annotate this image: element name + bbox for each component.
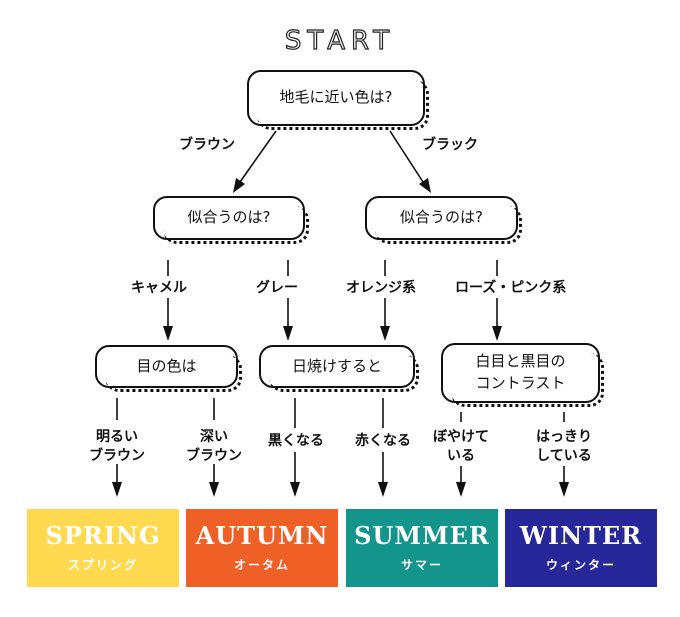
label-line: 深い — [200, 429, 228, 445]
question-text: 目の色は — [136, 356, 197, 375]
question-brown-suits: 似合うのは? — [153, 196, 309, 244]
edge-label-orange: オレンジ系 — [346, 280, 416, 296]
season-name: SPRING — [45, 520, 161, 550]
edge-label-deep-brown: 深い ブラウン — [179, 428, 249, 466]
arrowhead-icon — [112, 482, 122, 497]
result-card-spring: SPRING スプリング — [27, 509, 179, 587]
edge-label-black: ブラック — [422, 137, 478, 153]
question-text: 日焼けすると — [291, 356, 382, 375]
label-line: 明るい — [96, 429, 138, 445]
edge-black — [389, 130, 424, 183]
question-eye-color: 目の色は — [95, 345, 242, 392]
question-hair-color: 地毛に近い色は? — [247, 70, 429, 130]
result-card-autumn: AUTUMN オータム — [186, 509, 338, 587]
season-name-jp: ウィンター — [545, 557, 616, 572]
arrowhead-icon — [492, 326, 502, 341]
edge-label-blurry: ぼやけて いる — [426, 428, 496, 466]
question-text-line1: 白目と黒目の — [475, 352, 566, 371]
question-black-suits: 似合うのは? — [365, 196, 522, 244]
question-text-line2: コントラスト — [475, 374, 566, 392]
label-line: ブラウン — [186, 447, 242, 464]
edge-brown — [239, 130, 277, 183]
start-title: START — [284, 25, 396, 56]
season-name-jp: オータム — [233, 557, 290, 572]
edge-label-clear: はっきり している — [529, 428, 599, 466]
arrowhead-icon — [290, 482, 300, 497]
question-tanning: 日焼けすると — [259, 345, 419, 392]
edge-label-darken: 黒くなる — [268, 433, 324, 449]
result-card-winter: WINTER ウィンター — [505, 509, 657, 587]
label-line: している — [536, 447, 592, 464]
edge-label-gray: グレー — [256, 280, 298, 296]
arrowhead-icon — [559, 482, 569, 497]
edge-label-brown: ブラウン — [179, 137, 235, 153]
label-line: ぼやけて — [433, 429, 489, 445]
arrowhead-icon — [233, 178, 245, 193]
result-card-summer: SUMMER サマー — [346, 509, 498, 587]
question-text: 地毛に近い色は? — [279, 88, 393, 107]
question-eye-contrast: 白目と黒目の コントラスト — [441, 343, 604, 407]
edge-label-rose-pink: ローズ・ピンク系 — [455, 280, 567, 296]
label-line: いる — [447, 447, 475, 464]
season-name-jp: スプリング — [67, 557, 138, 572]
season-name-jp: サマー — [400, 557, 443, 572]
arrowhead-icon — [419, 178, 431, 193]
season-name: WINTER — [519, 520, 643, 550]
arrowhead-icon — [283, 326, 293, 341]
edge-label-camel: キャメル — [131, 280, 187, 296]
arrowhead-icon — [209, 482, 219, 497]
arrowhead-icon — [378, 482, 388, 497]
edge-label-light-brown: 明るい ブラウン — [82, 428, 152, 466]
edge-label-redden: 赤くなる — [355, 433, 411, 449]
arrowhead-icon — [380, 326, 390, 341]
label-line: ブラウン — [89, 447, 145, 464]
season-name: SUMMER — [354, 520, 490, 550]
question-text: 似合うのは? — [400, 208, 483, 227]
season-name: AUTUMN — [195, 520, 329, 550]
arrowhead-icon — [163, 326, 173, 341]
question-text: 似合うのは? — [187, 208, 271, 227]
arrowhead-icon — [456, 482, 466, 497]
label-line: はっきり — [536, 429, 592, 445]
